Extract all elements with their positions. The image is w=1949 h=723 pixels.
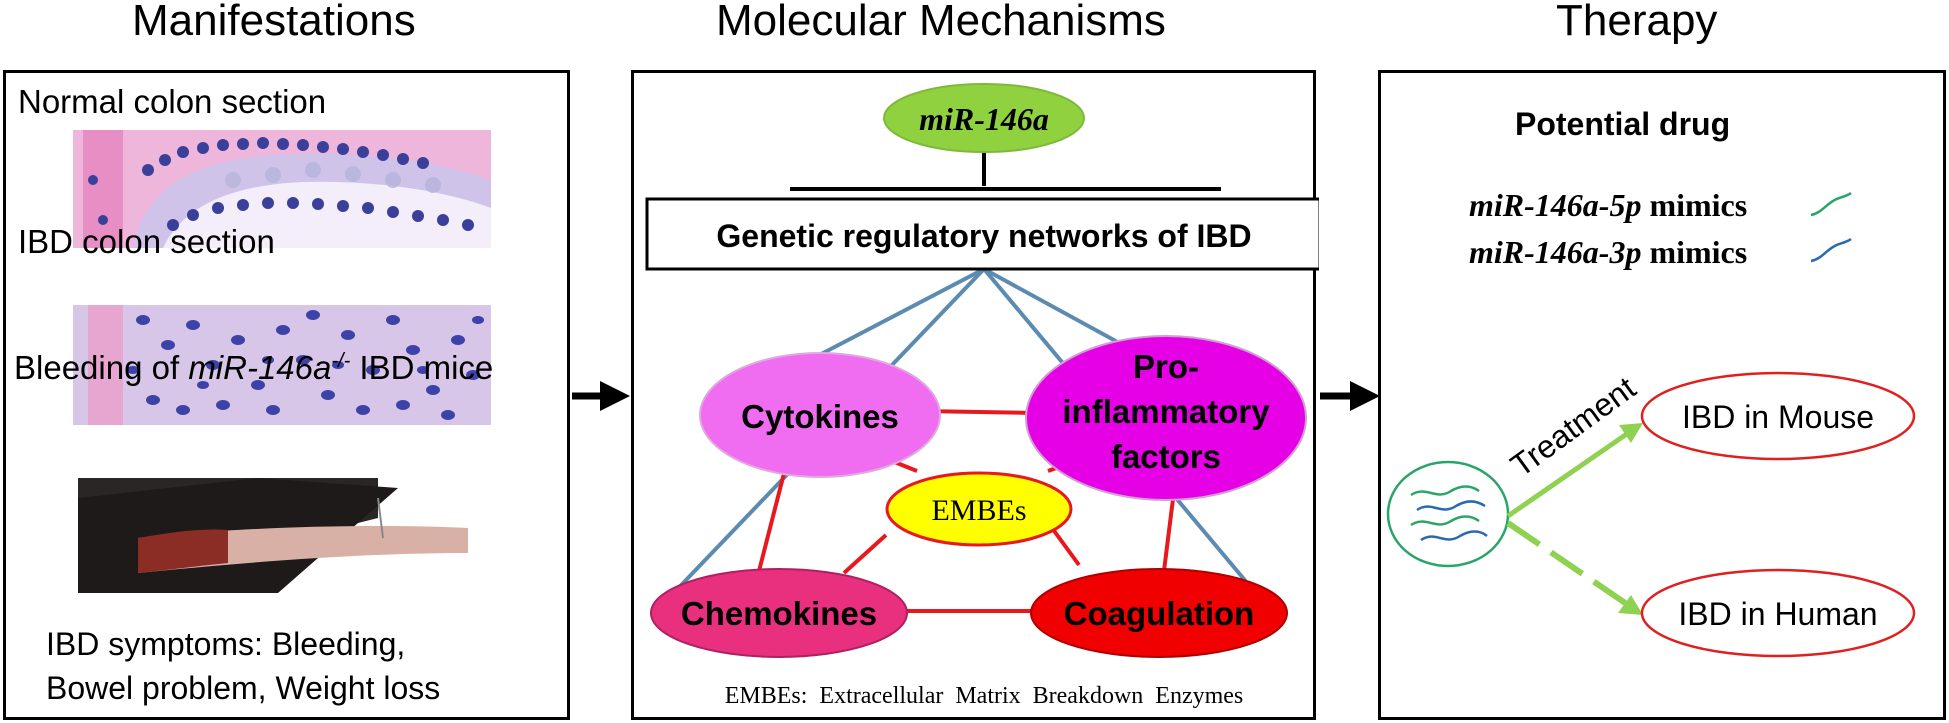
- network-label: Genetic regulatory networks of IBD: [716, 218, 1251, 254]
- mimic-5p-word: mimics: [1641, 187, 1747, 223]
- heading-manifestations: Manifestations: [132, 0, 416, 45]
- bleeding-suffix: IBD mice: [350, 349, 494, 386]
- network-box: [645, 197, 1319, 271]
- treatment-arrow-mouse-head: [1619, 423, 1643, 443]
- drug-circle: [1386, 460, 1510, 568]
- mimic-3p-word: mimics: [1641, 234, 1747, 270]
- red-line-embes-coagulation: [1050, 526, 1081, 567]
- proinflammatory-oval: [1025, 335, 1307, 501]
- heading-molecular-mechanisms: Molecular Mechanisms: [716, 0, 1166, 45]
- ibd-colon-image: [73, 305, 491, 425]
- ibd-colon-label: IBD colon section: [18, 223, 275, 260]
- cytokines-label: Cytokines: [741, 398, 899, 435]
- red-line-proinflam-coagulation: [1162, 490, 1176, 572]
- mimic-5p-line: miR-146a-5p mimics: [1469, 187, 1747, 223]
- mirna-oval: [883, 83, 1085, 153]
- arrow-left-to-middle-head: [600, 381, 630, 411]
- therapy-panel: Potential drug miR-146a-5p mimics miR-14…: [1378, 70, 1946, 720]
- arrow-middle-to-right-head: [1350, 381, 1380, 411]
- ibd-mouse-oval: [1640, 371, 1916, 461]
- embes-footnote: EMBEs: Extracellular Matrix Breakdown En…: [725, 683, 1244, 709]
- bleeding-mouse-photo: [78, 478, 468, 593]
- red-line-embes-chemokines: [842, 533, 888, 575]
- potential-drug-title: Potential drug: [1515, 106, 1730, 142]
- coagulation-oval: [1030, 568, 1288, 658]
- proinflammatory-line-1: Pro-: [1133, 348, 1199, 385]
- proinflammatory-line-3: factors: [1111, 438, 1221, 475]
- proinflammatory-line-2: inflammatory: [1062, 393, 1270, 430]
- ibd-human-oval: [1640, 568, 1916, 658]
- bleeding-gene: miR-146a: [188, 349, 332, 386]
- ibd-human-label: IBD in Human: [1678, 596, 1877, 632]
- coagulation-label: Coagulation: [1064, 595, 1255, 632]
- mimic-3p-line: miR-146a-3p mimics: [1469, 234, 1747, 270]
- chemokines-oval: [650, 568, 908, 658]
- normal-colon-label: Normal colon section: [18, 83, 327, 120]
- drug-strands-icon: [1410, 485, 1488, 542]
- ibd-mouse-label: IBD in Mouse: [1682, 399, 1874, 435]
- therapy-diagram: Potential drug miR-146a-5p mimics miR-14…: [1386, 106, 1916, 658]
- blue-line-to-cytokines: [803, 267, 985, 365]
- treatment-arrow-human-shaft: [1506, 520, 1633, 610]
- mechanisms-network: miR-146a Genetic regulatory networks of …: [645, 83, 1319, 709]
- mimic-5p-gene: miR-146a-5p: [1469, 187, 1641, 223]
- treatment-arrow-mouse-shaft: [1506, 426, 1636, 519]
- bleeding-prefix: Bleeding of: [14, 349, 189, 386]
- mimic-5p-strand-icon: [1810, 191, 1852, 217]
- mimic-3p-strand-icon: [1810, 237, 1852, 263]
- mechanisms-panel: miR-146a Genetic regulatory networks of …: [631, 70, 1319, 720]
- embes-oval: [885, 471, 1073, 547]
- embes-label: EMBEs: [931, 494, 1026, 527]
- chemokines-label: Chemokines: [681, 595, 877, 632]
- manifestations-panel: Normal colon section: [3, 70, 570, 720]
- mimic-3p-gene: miR-146a-3p: [1469, 234, 1641, 270]
- mirna-label: miR-146a: [919, 101, 1049, 137]
- normal-colon-image: [73, 130, 491, 248]
- bleeding-superscript: -/-: [331, 350, 351, 372]
- heading-therapy: Therapy: [1556, 0, 1718, 45]
- cytokines-oval: [699, 352, 941, 478]
- symptoms-line-2: Bowel problem, Weight loss: [46, 670, 441, 706]
- symptoms-line-1: IBD symptoms: Bleeding,: [46, 626, 406, 662]
- bleeding-label: Bleeding of miR-146a-/- IBD mice: [14, 349, 493, 387]
- blue-line-to-proinflammatory: [983, 267, 1135, 353]
- treatment-arrow-human-head: [1618, 595, 1643, 615]
